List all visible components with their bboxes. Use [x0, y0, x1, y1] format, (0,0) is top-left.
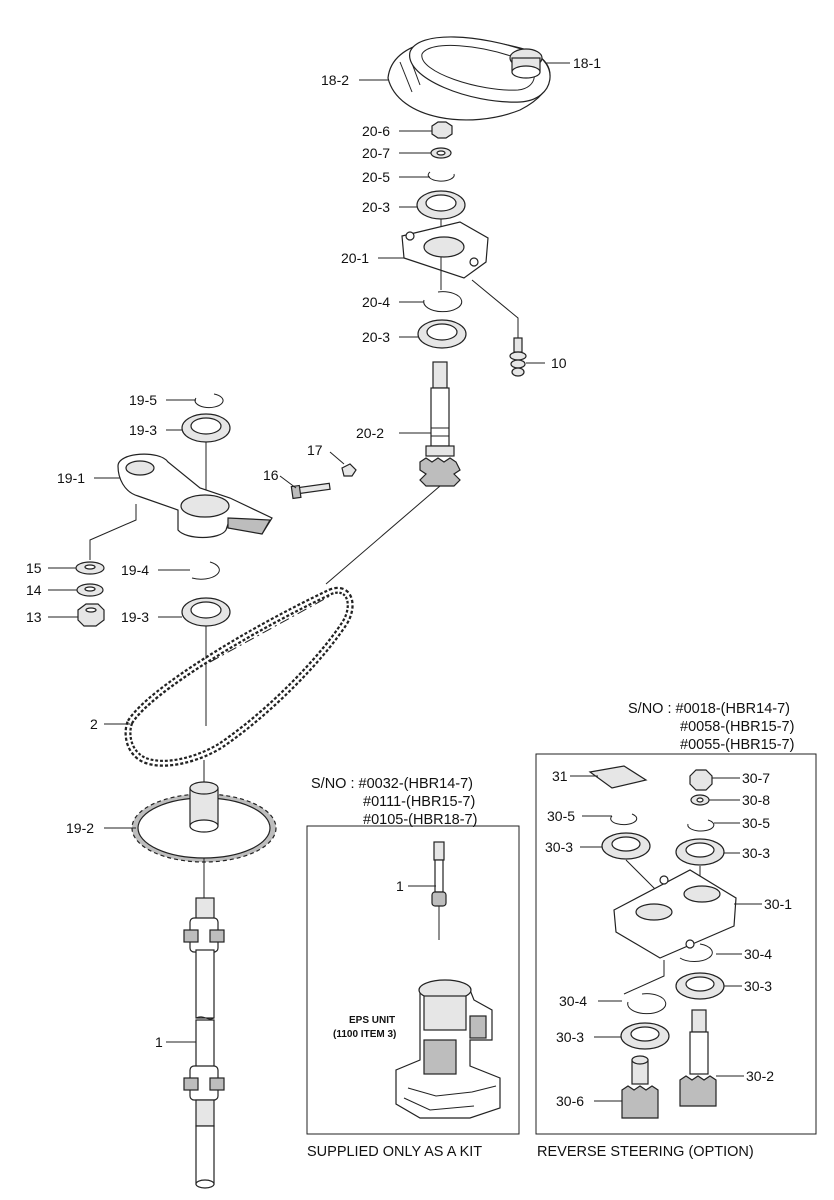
- eps-unit-label: EPS UNIT: [349, 1015, 395, 1026]
- reverse-box: [535, 753, 817, 1135]
- label-15: 15: [26, 560, 42, 576]
- part-19-4-snap-ring: [191, 561, 220, 580]
- label-30-5-left: 30-5: [547, 808, 575, 824]
- part-2-chain: [124, 586, 354, 767]
- label-17: 17: [307, 442, 323, 458]
- part-18-1-knob-handle: [409, 36, 551, 103]
- leader-lines: [48, 62, 570, 1043]
- label-19-5: 19-5: [129, 392, 157, 408]
- kit-box-text: S/NO : #0032-(HBR14-7) #0111-(HBR15-7) #…: [307, 776, 482, 1160]
- label-10: 10: [551, 355, 567, 371]
- label-30-4-right: 30-4: [744, 946, 772, 962]
- part-17-nut: [341, 463, 357, 477]
- kit-sno-line-3: #0105-(HBR18-7): [363, 812, 477, 828]
- label-30-6: 30-6: [556, 1093, 584, 1109]
- reverse-sno-line-2: #0058-(HBR15-7): [680, 719, 794, 735]
- label-19-1: 19-1: [57, 470, 85, 486]
- part-19-2-sprocket: [131, 760, 277, 900]
- label-20-6: 20-6: [362, 123, 390, 139]
- reverse-caption: REVERSE STEERING (OPTION): [537, 1144, 754, 1160]
- label-20-2: 20-2: [356, 425, 384, 441]
- part-20-5-snap-ring: [427, 171, 455, 182]
- label-30-3-left: 30-3: [545, 839, 573, 855]
- label-19-2: 19-2: [66, 820, 94, 836]
- label-20-7: 20-7: [362, 145, 390, 161]
- kit-sno-line-1: S/NO : #0032-(HBR14-7): [311, 776, 473, 792]
- reverse-box-text: S/NO : #0018-(HBR14-7) #0058-(HBR15-7) #…: [537, 701, 794, 1160]
- reverse-sno-line-3: #0055-(HBR15-7): [680, 737, 794, 753]
- label-20-5: 20-5: [362, 169, 390, 185]
- part-13-nut: [77, 603, 105, 627]
- part-19-3-bearing-upper: [181, 413, 231, 492]
- label-kit-1: 1: [396, 878, 404, 894]
- kit-sno-line-2: #0111-(HBR15-7): [363, 794, 475, 810]
- label-30-1: 30-1: [764, 896, 792, 912]
- label-30-8: 30-8: [742, 792, 770, 808]
- label-19-4: 19-4: [121, 562, 149, 578]
- eps-unit-item-label: (1100 ITEM 3): [333, 1029, 396, 1040]
- part-20-6-nut: [431, 121, 453, 139]
- part-19-1-steering-arm: [89, 453, 273, 560]
- part-20-1-bracket: [401, 221, 519, 340]
- part-labels: 18-1 18-2 20-6 20-7 20-5 20-3 20-1 20-4 …: [26, 55, 792, 1109]
- part-19-3-bearing-lower: [181, 597, 231, 726]
- part-15-washer: [75, 561, 105, 575]
- label-2: 2: [90, 716, 98, 732]
- part-16-bolt: [290, 482, 331, 500]
- label-30-4-left: 30-4: [559, 993, 587, 1009]
- part-20-2-sprocket-shaft: [419, 361, 461, 487]
- label-30-7: 30-7: [742, 770, 770, 786]
- part-20-3-bearing-upper: [416, 190, 466, 238]
- label-30-5-right: 30-5: [742, 815, 770, 831]
- label-30-3-left-lower: 30-3: [556, 1029, 584, 1045]
- label-1: 1: [155, 1034, 163, 1050]
- part-14-washer: [76, 583, 104, 597]
- label-18-2: 18-2: [321, 72, 349, 88]
- label-13: 13: [26, 609, 42, 625]
- reverse-sno-line-1: S/NO : #0018-(HBR14-7): [628, 701, 790, 717]
- label-31: 31: [552, 768, 568, 784]
- part-20-3-bearing-lower: [417, 319, 467, 349]
- part-20-7-washer: [430, 147, 452, 159]
- label-20-3-upper: 20-3: [362, 199, 390, 215]
- label-14: 14: [26, 582, 42, 598]
- label-30-3-right-lower: 30-3: [744, 978, 772, 994]
- part-1-steering-column: [183, 897, 225, 1189]
- label-20-1: 20-1: [341, 250, 369, 266]
- label-20-3-lower: 20-3: [362, 329, 390, 345]
- part-19-5-snap-ring: [194, 393, 224, 409]
- part-10-bolt: [509, 337, 527, 377]
- part-20-4-snap-ring: [423, 291, 463, 313]
- label-19-3-upper: 19-3: [129, 422, 157, 438]
- label-16: 16: [263, 467, 279, 483]
- kit-box: [306, 825, 520, 1135]
- label-18-1: 18-1: [573, 55, 601, 71]
- label-19-3-lower: 19-3: [121, 609, 149, 625]
- label-30-3-right: 30-3: [742, 845, 770, 861]
- label-30-2: 30-2: [746, 1068, 774, 1084]
- kit-caption: SUPPLIED ONLY AS A KIT: [307, 1144, 482, 1160]
- label-20-4: 20-4: [362, 294, 390, 310]
